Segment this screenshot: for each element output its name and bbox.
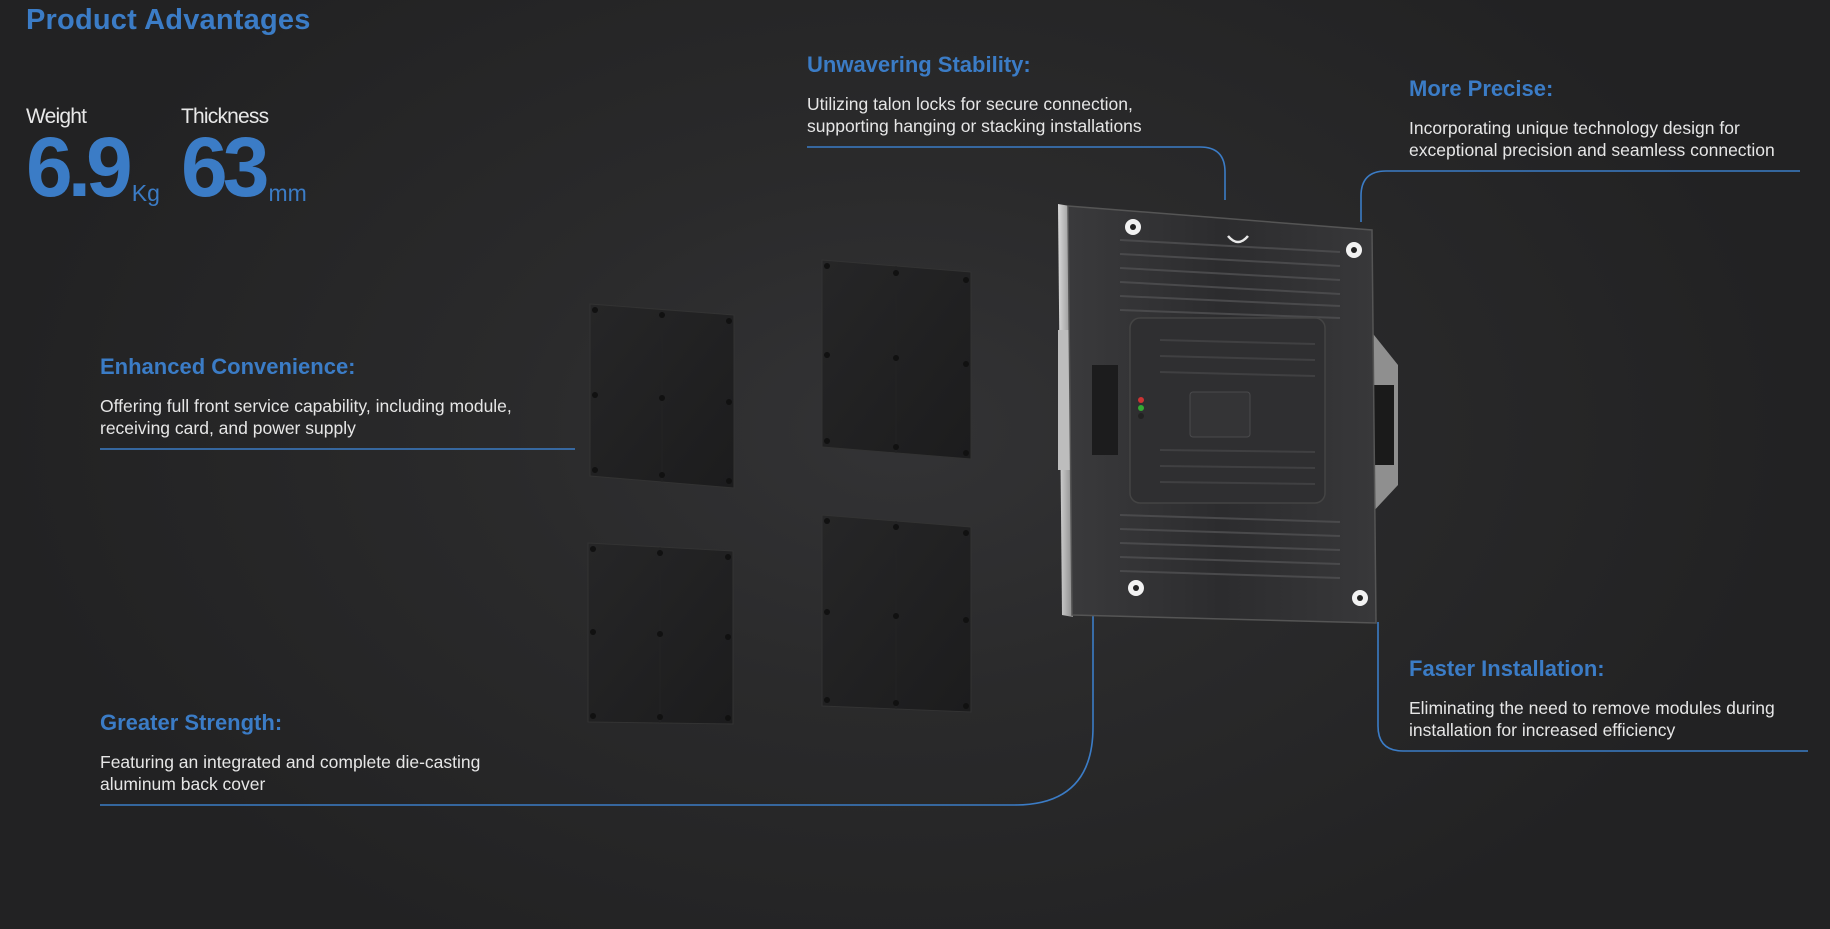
stability-connector [807,146,1226,200]
feature-description: Offering full front service capability, … [100,395,512,439]
feature-desc-line: aluminum back cover [100,774,266,794]
thickness-spec: Thickness 63 mm [181,105,307,209]
thickness-value: 63 [181,120,269,214]
handle-icon [1227,235,1249,244]
feature-desc-line: receiving card, and power supply [100,418,356,438]
feature-title: Faster Installation: [1409,656,1605,681]
feature-title: Greater Strength: [100,710,283,735]
led-module-bottom-left [587,542,734,725]
feature-desc-line: exceptional precision and seamless conne… [1409,140,1775,160]
feature-desc-line: Eliminating the need to remove modules d… [1409,698,1775,718]
weight-label: Weight [26,105,87,128]
feature-stability: Unwavering Stability: Utilizing talon lo… [807,52,1142,137]
feature-desc-line: supporting hanging or stacking installat… [807,116,1142,136]
feature-desc-line: installation for increased efficiency [1409,720,1676,740]
weight-spec: Weight 6.9 Kg [26,105,160,209]
feature-description: Eliminating the need to remove modules d… [1409,697,1775,741]
feature-installation: Faster Installation: Eliminating the nee… [1409,656,1775,741]
thickness-label: Thickness [181,105,269,128]
thickness-unit: mm [268,180,307,206]
installation-connector [1377,622,1808,752]
feature-title: Enhanced Convenience: [100,354,356,379]
feature-title: More Precise: [1409,76,1554,101]
led-module-top-left [589,303,735,489]
feature-desc-line: Offering full front service capability, … [100,396,512,416]
feature-desc-line: Incorporating unique technology design f… [1409,118,1740,138]
feature-description: Incorporating unique technology design f… [1409,117,1775,161]
feature-strength: Greater Strength: Featuring an integrate… [100,710,480,795]
feature-desc-line: Utilizing talon locks for secure connect… [807,94,1133,114]
page-title: Product Advantages [26,4,311,36]
feature-convenience: Enhanced Convenience: Offering full fron… [100,354,512,439]
feature-precise: More Precise: Incorporating unique techn… [1409,76,1775,161]
weight-value: 6.9 [26,120,133,214]
feature-description: Utilizing talon locks for secure connect… [807,93,1142,137]
led-module-top-right [821,259,972,460]
led-module-bottom-right [821,514,972,713]
feature-desc-line: Featuring an integrated and complete die… [100,752,481,772]
feature-title: Unwavering Stability: [807,52,1031,77]
feature-description: Featuring an integrated and complete die… [100,751,480,795]
precise-connector [1360,170,1800,222]
strength-connector [100,615,1094,806]
weight-unit: Kg [131,180,160,206]
